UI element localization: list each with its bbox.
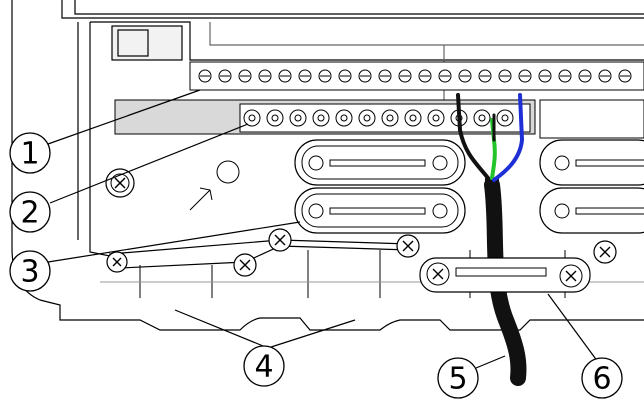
callout-circle-5	[437, 357, 479, 399]
arrow-icon	[189, 187, 213, 211]
callout-group: 1 2 3 4 5 6	[9, 132, 623, 399]
terminal-row	[198, 69, 632, 83]
screw-icon	[496, 109, 514, 127]
callout-circle-6	[581, 357, 623, 399]
cable-clamp	[419, 257, 591, 293]
screw-icon	[427, 109, 445, 127]
mounting-screw-left	[105, 168, 135, 198]
callout-label-4: 4	[254, 350, 273, 385]
grommet-upper	[294, 139, 466, 186]
terminal-strip-upper	[189, 61, 644, 91]
grommet-right	[539, 139, 644, 234]
callout-label-2: 2	[20, 196, 39, 231]
callout-circle-1	[9, 132, 51, 174]
strain-relief-bar-left	[106, 228, 617, 277]
screw-icon	[335, 109, 353, 127]
callout-circle-3	[9, 250, 51, 292]
callout-circle-4	[243, 345, 285, 387]
screw-icon	[266, 109, 284, 127]
screw-icon	[473, 109, 491, 127]
callout-circle-2	[9, 191, 51, 233]
screw-icon	[358, 109, 376, 127]
housing	[11, 0, 644, 331]
screw-terminal-row	[243, 109, 514, 127]
screw-icon	[381, 109, 399, 127]
screw-icon	[243, 109, 261, 127]
screw-icon	[404, 109, 422, 127]
screw-icon	[312, 109, 330, 127]
wires	[456, 93, 525, 182]
callout-label-1: 1	[20, 137, 39, 172]
leader-lines	[47, 89, 599, 369]
callout-label-3: 3	[20, 255, 39, 290]
callout-label-6: 6	[592, 362, 611, 397]
grommet-lower	[294, 187, 466, 234]
screw-icon	[289, 109, 307, 127]
callout-label-5: 5	[448, 362, 467, 397]
terminal-bar-lower	[114, 99, 644, 139]
hole-icon	[216, 160, 240, 184]
